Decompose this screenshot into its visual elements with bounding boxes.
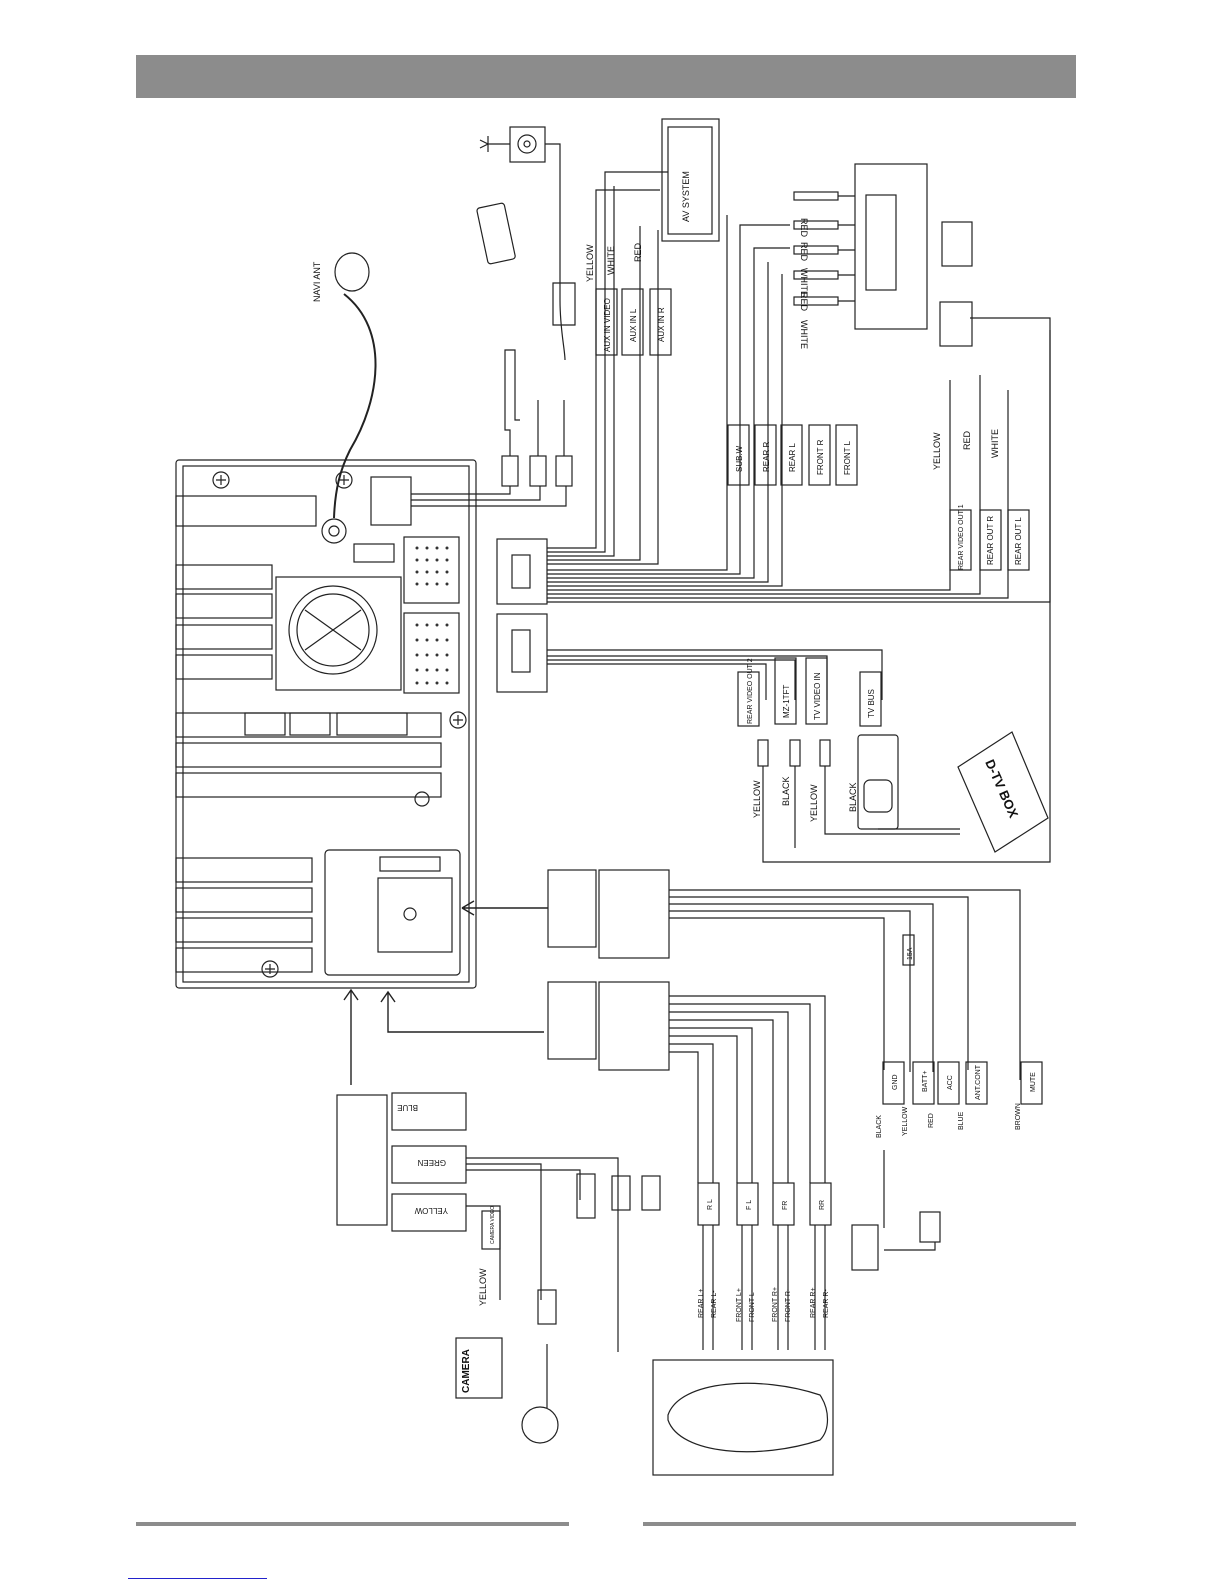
label-navi-ant: NAVI ANT [312, 261, 322, 302]
label-front-r-minus: FRONT R- [785, 1288, 792, 1322]
label-blue-harness: BLUE [397, 1103, 418, 1112]
av-connector-lower [496, 613, 548, 693]
label-red-aux: RED [633, 242, 643, 262]
label-gnd: GND [892, 1074, 899, 1090]
label-rear-l: REAR L [788, 443, 797, 472]
label-av-system: AV SYSTEM [681, 171, 691, 222]
footer-rule-right [643, 1522, 1076, 1526]
label-black-mz: BLACK [781, 776, 791, 806]
label-black-gnd: BLACK [876, 1115, 883, 1138]
label-rear-video-out1: REAR VIDEO OUT 1 [958, 504, 965, 570]
label-white-rear: WHITE [990, 429, 1000, 458]
label-brown-mute: BROWN [1015, 1103, 1022, 1130]
label-red-amp-2: RED [799, 242, 809, 262]
footer-rule-left [136, 1522, 569, 1526]
left-harness [336, 1092, 661, 1444]
label-blue-ant: BLUE [958, 1111, 965, 1130]
amplifier [854, 163, 928, 330]
label-rear-r: REAR R [762, 442, 771, 472]
usb-mic-connectors [411, 349, 573, 507]
label-acc: ACC [947, 1075, 954, 1090]
iso-connector-speakers [547, 981, 826, 1183]
label-yellow-tv: YELLOW [809, 784, 819, 822]
label-batt: BATT+ [922, 1071, 929, 1092]
bottom-link-underline[interactable] [128, 1578, 267, 1579]
label-front-r-plus: FRONT R+ [772, 1287, 779, 1322]
label-white-aux: WHITE [606, 246, 616, 275]
label-tv-video-in: TV VIDEO IN [813, 672, 822, 720]
label-rl: R L [707, 1199, 714, 1210]
label-front-l-plus: FRONT L+ [736, 1288, 743, 1322]
av-system-unit [661, 118, 720, 242]
label-sub-w: SUB.W [735, 445, 744, 472]
label-aux-in-r: AUX IN R [657, 307, 666, 342]
tv-bus-connector [857, 734, 960, 830]
label-yellow-aux: YELLOW [585, 244, 595, 282]
label-rr: RR [819, 1200, 826, 1210]
label-rear-r-minus: REAR R- [823, 1289, 830, 1318]
label-white-amp-2: WHITE [799, 320, 809, 349]
label-yellow-camera: YELLOW [478, 1268, 488, 1306]
label-camera-video: CAMERA VIDEO [490, 1206, 496, 1244]
label-rear-out-l: REAR OUT L [1014, 517, 1023, 565]
label-red-acc: RED [928, 1113, 935, 1128]
label-aux-in-l: AUX IN L [629, 308, 638, 342]
head-unit [175, 459, 477, 989]
label-rear-out-r: REAR OUT R [986, 516, 995, 565]
navi-antenna [333, 252, 377, 519]
label-red-rear: RED [962, 430, 972, 450]
label-mute: MUTE [1030, 1072, 1037, 1092]
label-black-tvbus: BLACK [848, 782, 858, 812]
car [652, 1359, 834, 1476]
label-rear-l-plus: REAR L+ [698, 1289, 705, 1318]
label-yellow-harness: YELLOW [414, 1206, 448, 1215]
amp-rca-plugs [793, 191, 855, 306]
label-rear-l-minus: REAR L- [711, 1290, 718, 1318]
label-d-tv-box: D-TV BOX [982, 757, 1021, 820]
label-rear-r-plus: REAR R+ [810, 1287, 817, 1318]
label-fuse: 15A [907, 947, 914, 960]
media-player [476, 202, 576, 326]
label-front-l-minus: FRONT L- [749, 1289, 756, 1322]
radio-antenna [479, 126, 566, 361]
label-red-amp-1: RED [799, 218, 809, 238]
label-yellow-rv2: YELLOW [752, 780, 762, 818]
label-aux-in-video: AUX IN VIDEO [603, 298, 612, 352]
label-red-amp-3: RED [799, 292, 809, 312]
label-rear-video-out2: REAR VIDEO OUT 2 [747, 658, 754, 724]
av-connector-upper [496, 538, 548, 605]
label-green-harness: GREEN [417, 1158, 446, 1167]
label-tv-bus: TV BUS [867, 689, 876, 718]
label-ant-cont: ANT.CONT [975, 1064, 982, 1100]
label-white-amp-1: WHITE [799, 268, 809, 297]
label-front-r: FRONT R [816, 439, 825, 475]
rear-monitor [939, 221, 973, 347]
label-yellow-batt: YELLOW [902, 1106, 909, 1136]
d-tv-box [957, 731, 1049, 853]
label-front-l: FRONT L [843, 440, 852, 475]
label-mz-1tft: MZ-1TFT [782, 685, 791, 718]
label-fr: FR [782, 1201, 789, 1210]
header-bar [136, 55, 1076, 98]
label-fl: F L [746, 1200, 753, 1210]
iso-connector-power [547, 869, 1021, 1080]
label-yellow-rear: YELLOW [932, 432, 942, 470]
label-camera: CAMERA [461, 1349, 472, 1393]
